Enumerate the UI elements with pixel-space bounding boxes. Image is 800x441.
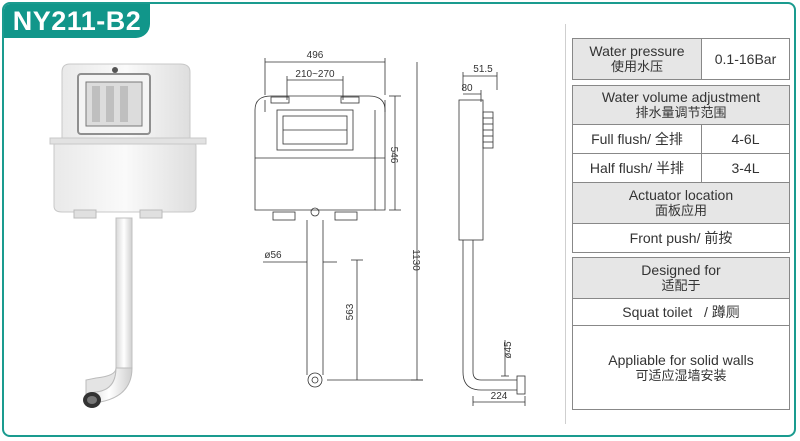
dim-bolt-spacing: 210~270 <box>295 69 335 80</box>
full-flush-value: 4-6L <box>701 124 790 154</box>
front-view-drawing: 496 210~270 ø56 546 1130 563 <box>254 50 423 388</box>
dim-side-depth: 51.5 <box>473 64 493 75</box>
product-photo <box>49 63 207 408</box>
actuator-label: Actuator location 面板应用 <box>572 182 790 224</box>
dim-pipe-dia: ø45 <box>503 341 514 359</box>
half-flush-label: Half flush/ 半排 <box>572 153 702 183</box>
dim-tank-height: 546 <box>388 147 399 164</box>
designed-value: Squat toilet / 蹲厕 <box>572 298 790 326</box>
outer-frame <box>2 2 796 437</box>
model-title: NY211-B2 <box>4 4 150 38</box>
dim-total-height: 1130 <box>410 249 421 271</box>
dim-pipe-offset: 224 <box>491 391 508 402</box>
dim-side-body: 80 <box>461 83 473 94</box>
volume-label: Water volume adjustment 排水量调节范围 <box>572 85 790 125</box>
walls-note: Appliable for solid walls 可适应湿墙安装 <box>572 325 790 410</box>
designed-label: Designed for 适配于 <box>572 257 790 299</box>
panel-divider <box>565 24 566 424</box>
pressure-label: Water pressure 使用水压 <box>572 38 702 80</box>
side-view-drawing: 51.5 80 ø45 224 <box>458 64 526 406</box>
spec-table: Water pressure 使用水压 0.1-16Bar Water volu… <box>572 38 790 410</box>
full-flush-label: Full flush/ 全排 <box>572 124 702 154</box>
half-flush-value: 3-4L <box>701 153 790 183</box>
dim-pipe-height: 563 <box>345 303 356 320</box>
actuator-value: Front push/ 前按 <box>572 223 790 253</box>
dim-front-width: 496 <box>307 50 324 61</box>
pressure-value: 0.1-16Bar <box>701 38 790 80</box>
dim-outlet-dia: ø56 <box>264 250 282 261</box>
